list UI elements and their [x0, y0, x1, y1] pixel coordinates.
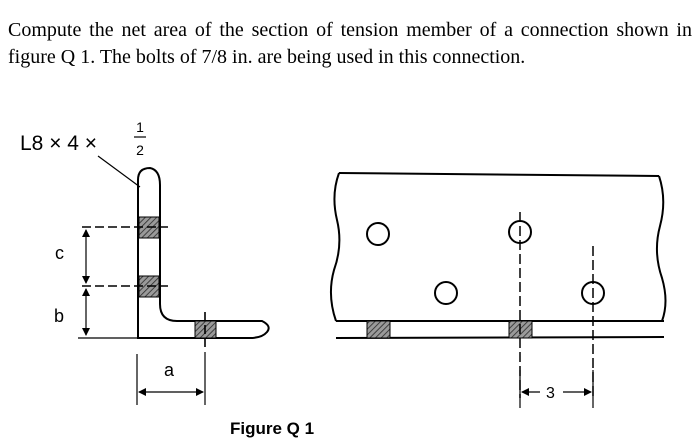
hole-center-lines [519, 212, 594, 398]
bolt-hole-1 [366, 222, 390, 246]
plate-top-edge [338, 172, 660, 177]
angle-thickness-fraction: 1 2 [134, 119, 146, 158]
dimension-label-spacing: 3 [546, 385, 555, 402]
fraction-denominator: 2 [136, 142, 144, 158]
dimension-label-a: a [164, 360, 175, 380]
right-break-line [656, 175, 667, 322]
gage-lines [82, 226, 206, 348]
problem-statement: Compute the net area of the section of t… [8, 19, 692, 68]
flange-line-bottom [335, 336, 665, 339]
flange-bolt-1 [366, 320, 391, 339]
angle-section: L8 × 4 × 1 2 c b a [20, 119, 270, 405]
angle-outline [137, 166, 270, 339]
dimension-label-b: b [54, 306, 64, 326]
fraction-numerator: 1 [136, 119, 144, 135]
dimension-label-c: c [55, 243, 64, 263]
figure-caption: Figure Q 1 [230, 419, 315, 438]
angle-designation: L8 × 4 × [20, 132, 97, 155]
member-elevation: 3 [330, 172, 667, 408]
label-leader-line [97, 155, 141, 188]
bolt-hole-3 [434, 281, 458, 305]
left-break-line [330, 172, 341, 322]
